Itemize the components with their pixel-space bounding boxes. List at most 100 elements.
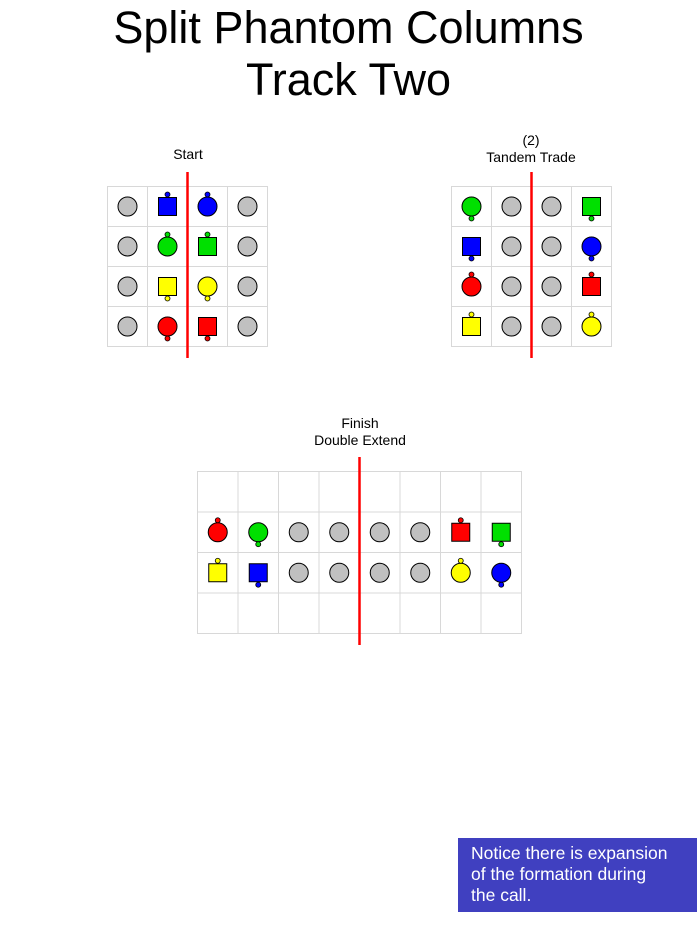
dancer-square bbox=[158, 197, 177, 216]
dancer-circle bbox=[541, 276, 562, 297]
facing-dot bbox=[498, 541, 505, 548]
dancer-circle bbox=[410, 522, 431, 543]
gray-circle-dancer bbox=[237, 196, 258, 217]
grid-cell bbox=[440, 592, 482, 634]
grid-cell bbox=[440, 471, 482, 513]
facing-dot bbox=[457, 517, 464, 524]
green-square-dancer bbox=[198, 231, 217, 256]
facing-dot bbox=[588, 271, 595, 278]
green-circle-dancer bbox=[157, 231, 178, 257]
grid-cell bbox=[197, 471, 239, 513]
dancer-circle bbox=[329, 522, 350, 543]
dancer-circle bbox=[501, 316, 522, 337]
dancer-circle bbox=[237, 236, 258, 257]
dancer-circle bbox=[329, 562, 350, 583]
facing-dot bbox=[164, 335, 171, 342]
dancer-square bbox=[451, 522, 471, 542]
dancer-circle bbox=[369, 522, 390, 543]
facing-dot bbox=[204, 295, 211, 302]
dancer-circle bbox=[117, 316, 138, 337]
grid-cell bbox=[480, 471, 522, 513]
facing-dot bbox=[468, 271, 475, 278]
facing-dot bbox=[204, 231, 211, 238]
dancer-square bbox=[198, 237, 217, 256]
red-square-dancer bbox=[451, 517, 471, 542]
dancer-circle bbox=[157, 236, 178, 257]
gray-circle-dancer bbox=[541, 236, 562, 257]
gray-circle-dancer bbox=[541, 276, 562, 297]
green-square-dancer bbox=[491, 522, 511, 548]
finish-formation bbox=[197, 457, 522, 645]
gray-circle-dancer bbox=[117, 236, 138, 257]
note-line-1: Notice there is expansion bbox=[471, 843, 668, 863]
gray-circle-dancer bbox=[288, 522, 309, 543]
facing-dot bbox=[498, 581, 505, 588]
grid-cell bbox=[237, 592, 279, 634]
dancer-circle bbox=[157, 316, 178, 337]
title-line-1: Split Phantom Columns bbox=[113, 2, 584, 53]
dancer-circle bbox=[237, 196, 258, 217]
dancer-circle bbox=[207, 522, 228, 543]
facing-dot bbox=[214, 557, 221, 564]
yellow-circle-dancer bbox=[450, 557, 471, 583]
dancer-circle bbox=[117, 196, 138, 217]
tandem-trade-formation bbox=[451, 172, 612, 358]
facing-dot bbox=[588, 215, 595, 222]
tandem-trade-label: (2) Tandem Trade bbox=[461, 132, 601, 166]
dancer-square bbox=[491, 522, 511, 542]
finish-label: Finish Double Extend bbox=[290, 415, 430, 449]
yellow-circle-dancer bbox=[197, 276, 218, 302]
grid-cell bbox=[227, 306, 268, 347]
red-circle-dancer bbox=[207, 517, 228, 543]
dancer-circle bbox=[369, 562, 390, 583]
blue-circle-dancer bbox=[581, 236, 602, 262]
gray-circle-dancer bbox=[369, 562, 390, 583]
grid-cell bbox=[237, 471, 279, 513]
facing-dot bbox=[468, 311, 475, 318]
gray-circle-dancer bbox=[329, 562, 350, 583]
dancer-circle bbox=[237, 276, 258, 297]
facing-dot bbox=[204, 335, 211, 342]
gray-circle-dancer bbox=[541, 316, 562, 337]
grid-cell bbox=[399, 592, 441, 634]
dancer-circle bbox=[248, 522, 269, 543]
facing-dot bbox=[255, 541, 262, 548]
dancer-square bbox=[582, 197, 601, 216]
gray-circle-dancer bbox=[501, 316, 522, 337]
grid-cell bbox=[318, 471, 360, 513]
red-circle-dancer bbox=[157, 316, 178, 342]
facing-dot bbox=[214, 517, 221, 524]
gray-circle-dancer bbox=[237, 236, 258, 257]
dancer-square bbox=[462, 237, 481, 256]
grid-cell bbox=[571, 306, 612, 347]
facing-dot bbox=[164, 295, 171, 302]
gray-circle-dancer bbox=[501, 196, 522, 217]
yellow-circle-dancer bbox=[581, 311, 602, 337]
start-label-line-1: Start bbox=[173, 146, 203, 162]
green-circle-dancer bbox=[461, 196, 482, 222]
dancer-circle bbox=[117, 236, 138, 257]
grid-cell bbox=[359, 592, 401, 634]
dancer-circle bbox=[461, 196, 482, 217]
dancer-circle bbox=[541, 236, 562, 257]
gray-circle-dancer bbox=[117, 276, 138, 297]
dancer-circle bbox=[237, 316, 258, 337]
dancer-circle bbox=[288, 522, 309, 543]
gray-circle-dancer bbox=[237, 276, 258, 297]
facing-dot bbox=[204, 191, 211, 198]
gray-circle-dancer bbox=[117, 316, 138, 337]
yellow-square-dancer bbox=[462, 311, 481, 336]
facing-dot bbox=[468, 255, 475, 262]
gray-circle-dancer bbox=[501, 276, 522, 297]
dancer-circle bbox=[197, 196, 218, 217]
dancer-square bbox=[198, 317, 217, 336]
dancer-circle bbox=[117, 276, 138, 297]
start-label: Start bbox=[128, 146, 248, 163]
facing-dot bbox=[164, 191, 171, 198]
dancer-circle bbox=[410, 562, 431, 583]
dancer-circle bbox=[581, 316, 602, 337]
gray-circle-dancer bbox=[501, 236, 522, 257]
dancer-circle bbox=[581, 236, 602, 257]
yellow-square-dancer bbox=[158, 277, 177, 302]
facing-dot bbox=[457, 557, 464, 564]
